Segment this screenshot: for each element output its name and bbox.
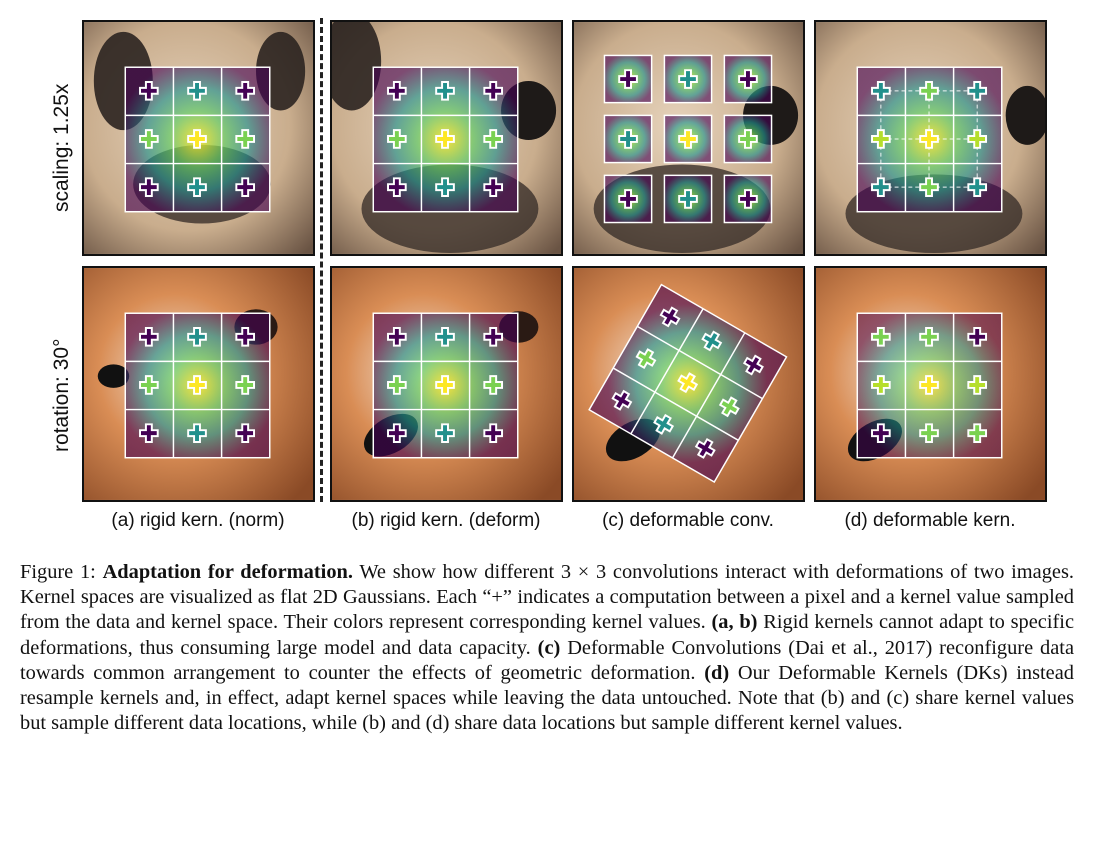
column-divider [320, 18, 323, 502]
panel-a-scaling [82, 20, 315, 256]
panel-b-rotation [330, 266, 563, 502]
column-label-c: (c) deformable conv. [602, 510, 774, 531]
caption-text-1: We show how different 3 × 3 convolutions… [20, 561, 1074, 634]
row-label-rotation: rotation: 30° [50, 338, 73, 452]
caption-title: Adaptation for deformation. [102, 561, 353, 583]
caption-bold-d: (d) [704, 661, 730, 684]
caption-text-4: Our Deformable Kernels (DKs) instead res… [20, 661, 1074, 735]
caption-bold-ab: (a, b) [711, 611, 758, 634]
panel-d-rotation [814, 266, 1047, 502]
caption-text-2: Rigid kernels cannot adapt to specific d… [20, 611, 1075, 659]
panel-c-rotation [572, 266, 805, 502]
panel-d-scaling [814, 20, 1047, 256]
caption-bold-c: (c) [537, 636, 561, 659]
column-label-d: (d) deformable kern. [844, 510, 1016, 531]
panel-b-scaling [330, 20, 563, 256]
figure-caption: Figure 1: Adaptation for deformation. We… [20, 560, 1074, 736]
column-label-b: (b) rigid kern. (deform) [351, 510, 541, 531]
column-label-a: (a) rigid kern. (norm) [111, 510, 285, 531]
caption-text-3: Deformable Convolutions (Dai et al., 201… [20, 636, 1074, 684]
panel-c-scaling [572, 20, 805, 256]
panel-a-rotation [82, 266, 315, 502]
row-label-scaling: scaling: 1.25x [50, 83, 73, 212]
caption-label: Figure 1: [20, 561, 96, 583]
